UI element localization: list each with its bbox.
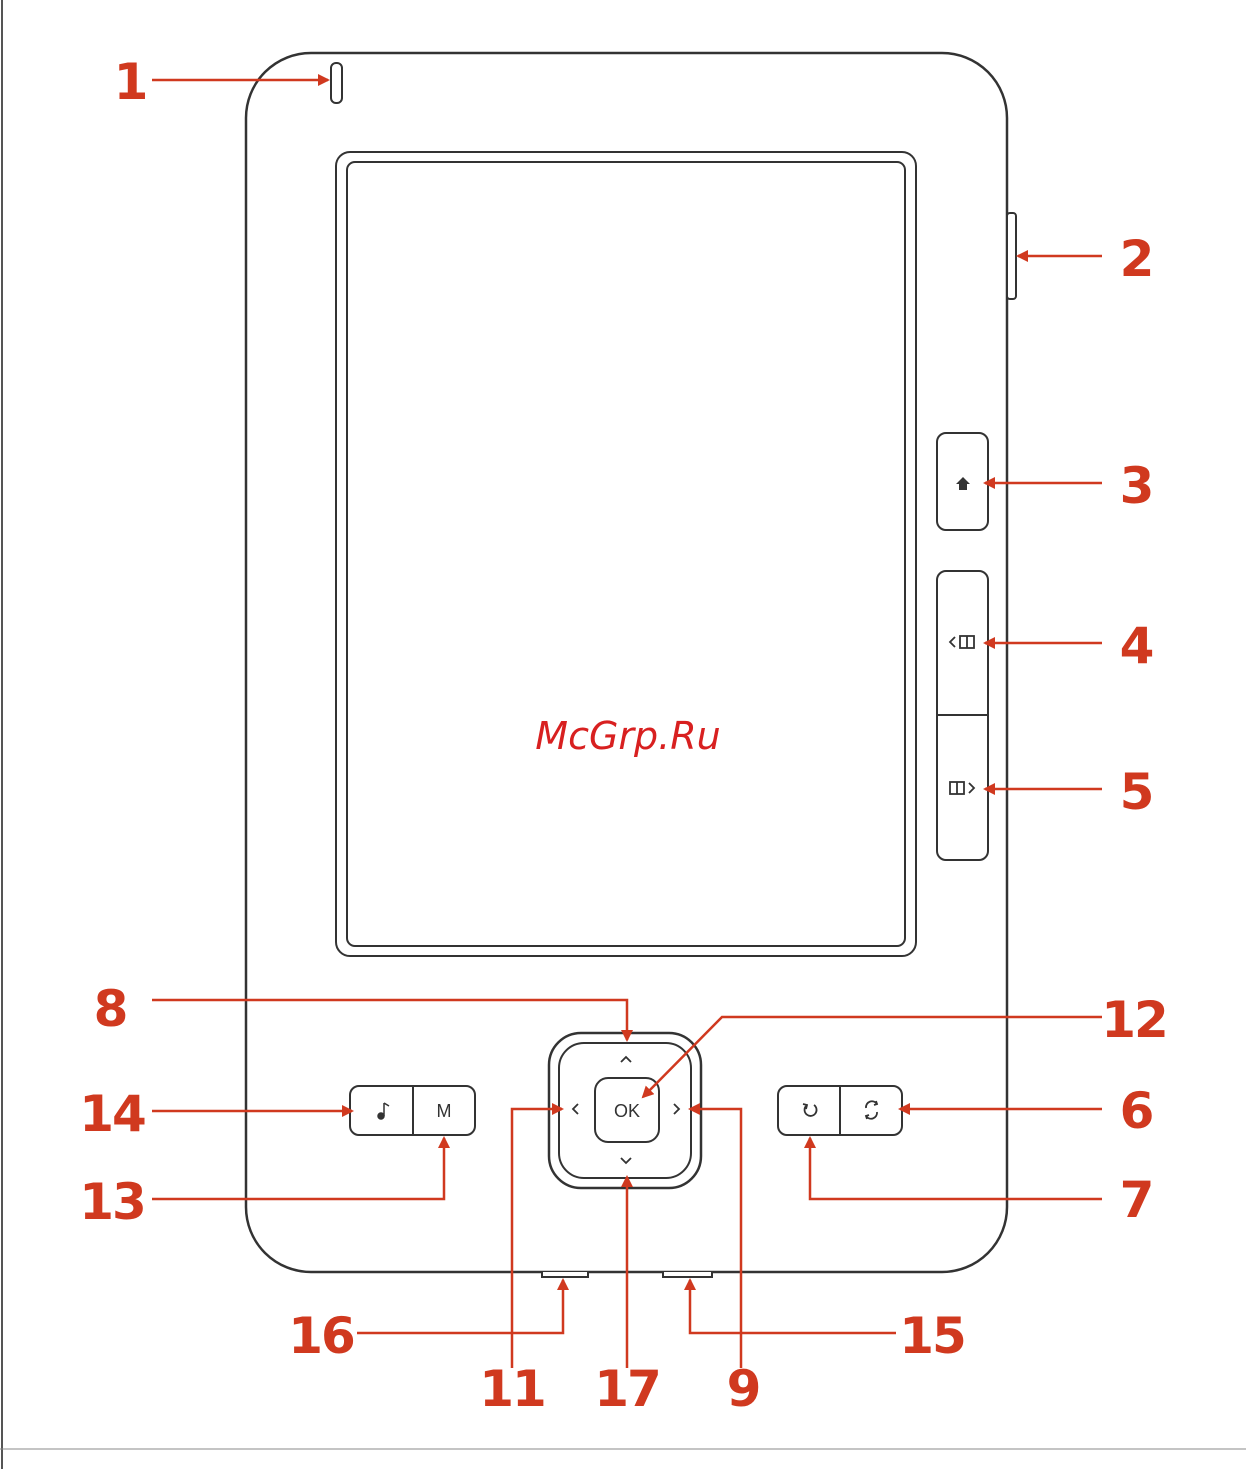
headphone-jack[interactable] xyxy=(542,1272,588,1277)
page-prev-button[interactable] xyxy=(937,571,988,715)
ok-button-label: OK xyxy=(614,1101,640,1121)
watermark-text: McGrp.Ru xyxy=(535,714,720,758)
leader-15 xyxy=(690,1280,896,1333)
callout-3: 3 xyxy=(1120,457,1153,515)
music-button[interactable] xyxy=(350,1086,413,1135)
side-slot[interactable] xyxy=(1007,213,1016,299)
callout-12: 12 xyxy=(1101,991,1167,1049)
power-slider[interactable] xyxy=(331,63,342,103)
menu-button-label: M xyxy=(437,1101,452,1121)
callout-1: 1 xyxy=(114,53,147,111)
callout-2: 2 xyxy=(1120,230,1153,288)
callout-8: 8 xyxy=(94,980,127,1038)
rotate-button[interactable] xyxy=(840,1086,902,1135)
callout-7: 7 xyxy=(1120,1171,1153,1229)
callout-5: 5 xyxy=(1120,763,1153,821)
back-button[interactable] xyxy=(778,1086,840,1135)
callout-14: 14 xyxy=(79,1085,145,1143)
callout-15: 15 xyxy=(899,1307,965,1365)
usb-port[interactable] xyxy=(663,1272,712,1277)
callout-13: 13 xyxy=(79,1173,145,1231)
screen xyxy=(347,162,905,946)
callout-16: 16 xyxy=(288,1307,354,1365)
callout-6: 6 xyxy=(1120,1082,1153,1140)
callout-9: 9 xyxy=(727,1360,760,1418)
page-next-button[interactable] xyxy=(937,715,988,860)
callout-11: 11 xyxy=(479,1360,545,1418)
callout-17: 17 xyxy=(594,1360,660,1418)
callout-4: 4 xyxy=(1120,617,1153,675)
leader-16 xyxy=(357,1280,563,1333)
